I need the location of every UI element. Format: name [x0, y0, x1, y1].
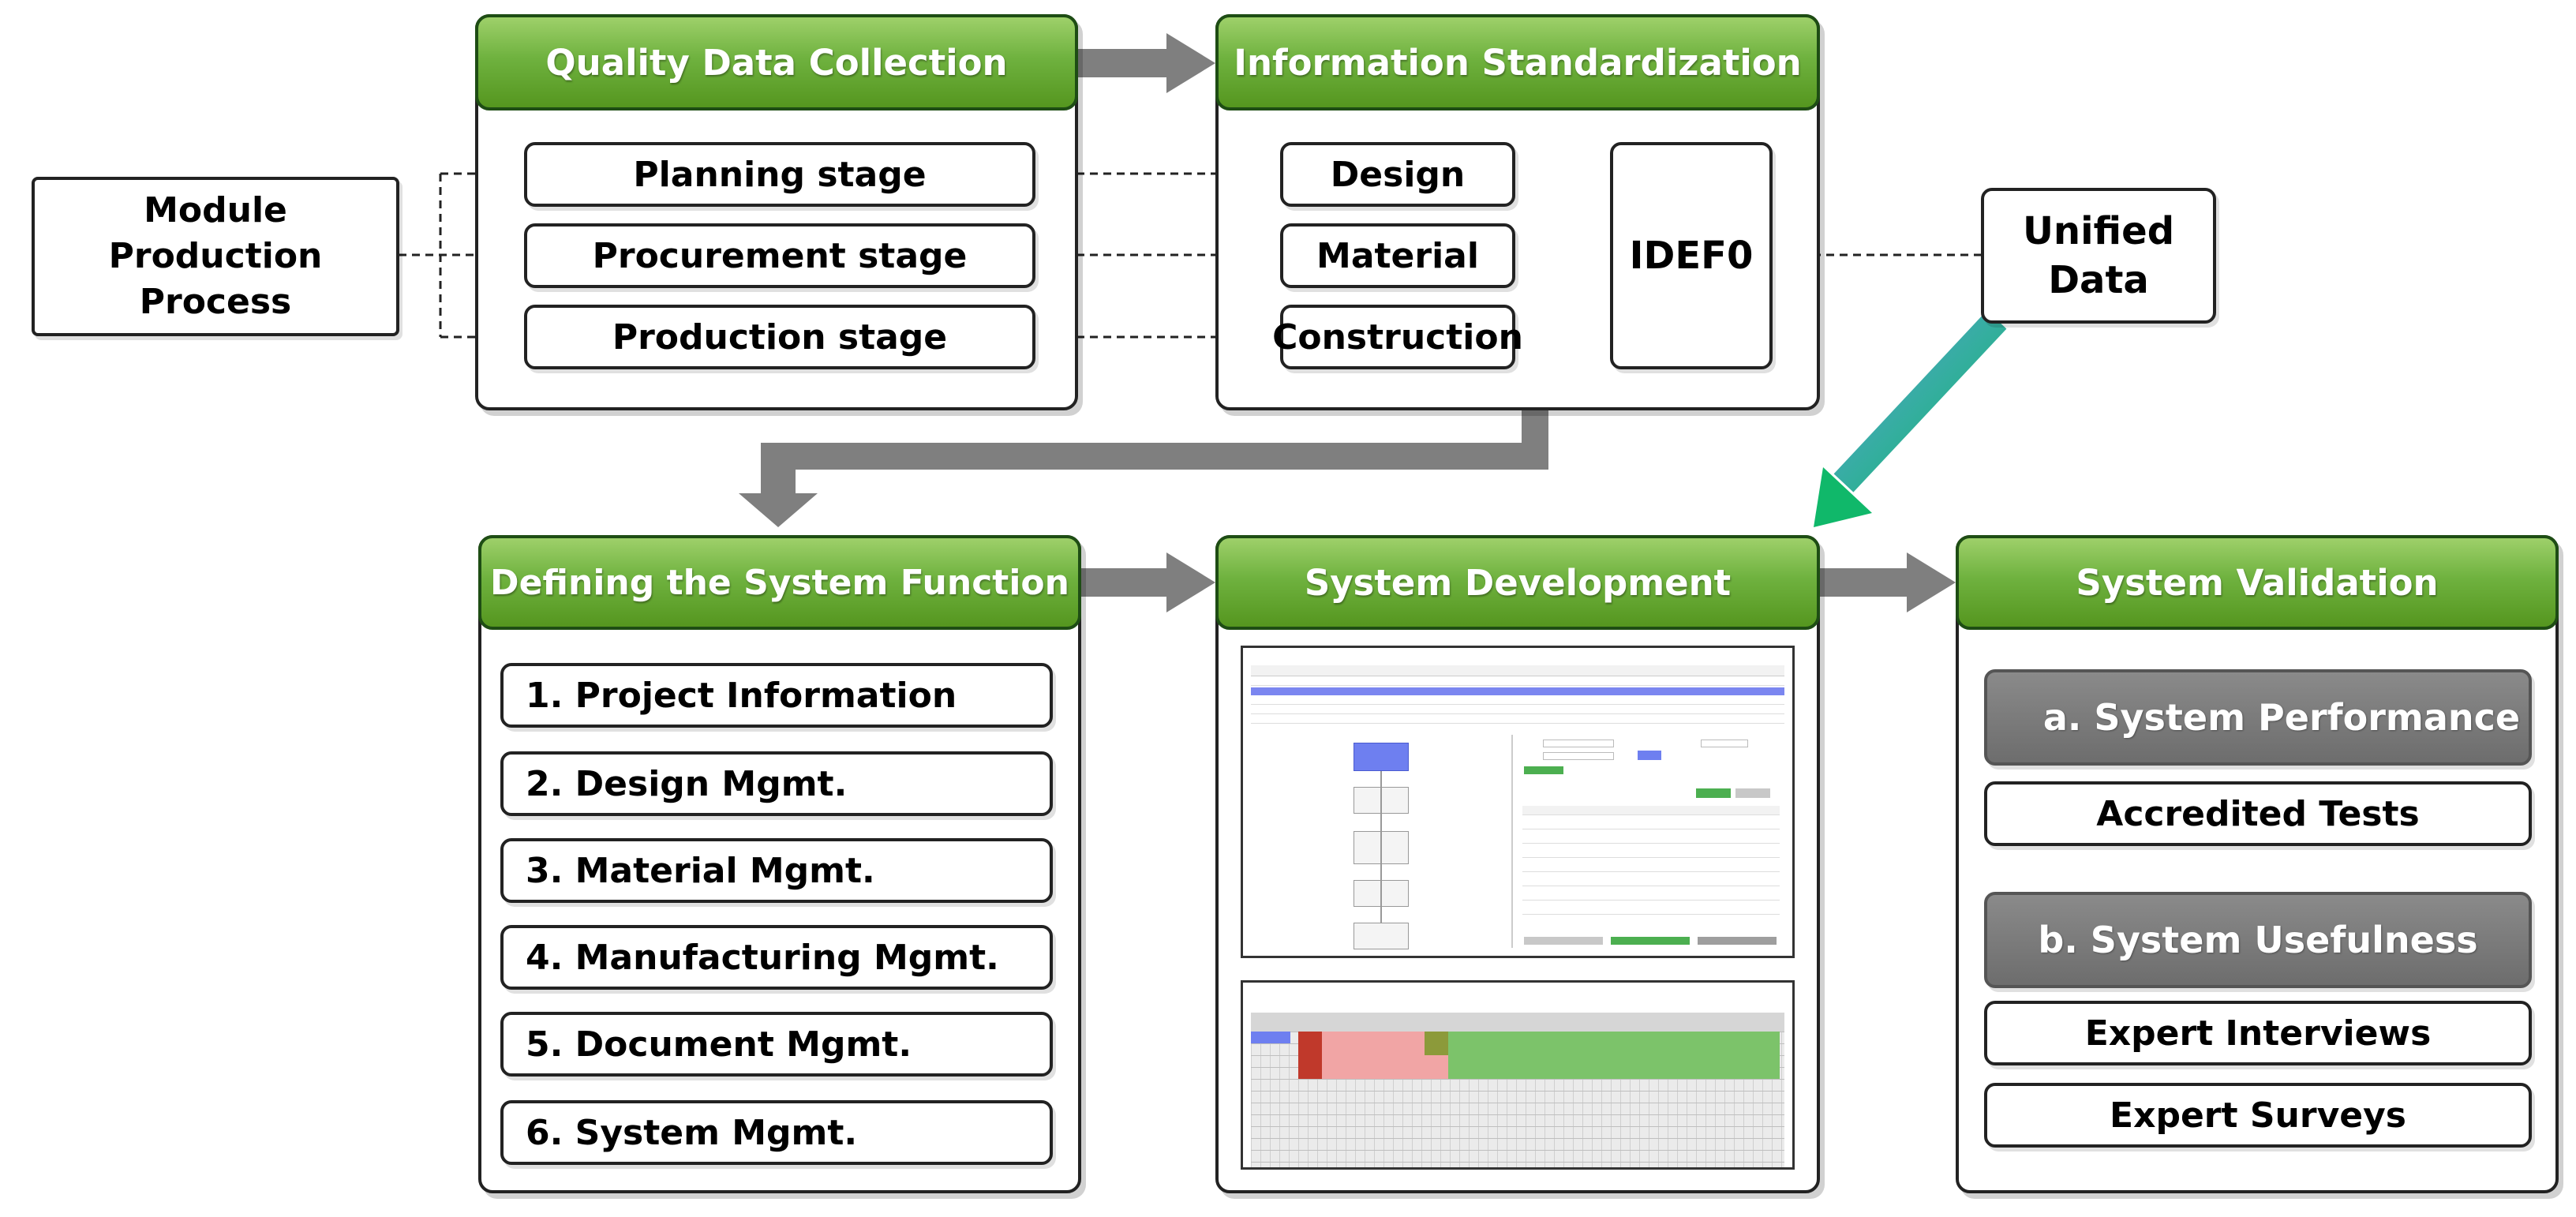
screenshot-form-field: [1543, 752, 1614, 760]
module-process-line1: Module: [144, 190, 287, 230]
gantt-red-block: [1298, 1032, 1322, 1079]
system-screenshot-gantt: [1241, 980, 1795, 1170]
function-design-mgmt: 2. Design Mgmt.: [500, 751, 1053, 816]
function-material-mgmt: 3. Material Mgmt.: [500, 838, 1053, 903]
screenshot-form-field: [1543, 740, 1614, 747]
gantt-first-row-highlight: [1251, 1032, 1290, 1043]
system-performance-box: a. System Performance: [1984, 669, 2532, 766]
system-screenshot-process-form: [1241, 646, 1795, 958]
screenshot-button-green: [1611, 937, 1690, 945]
function-project-information: 1. Project Information: [500, 663, 1053, 728]
arrow-development-to-validation: [1820, 552, 1956, 612]
idef0-box: IDEF0: [1610, 142, 1773, 369]
screenshot-button-green: [1696, 788, 1731, 798]
system-usefulness-box: b. System Usefulness: [1984, 892, 2532, 988]
arrow-unified-to-development: [1814, 310, 2007, 527]
screenshot-form-row: [1522, 848, 1780, 858]
screenshot-form-row: [1522, 891, 1780, 901]
system-development-title: System Development: [1215, 535, 1820, 630]
screenshot-table-header-row: [1251, 665, 1784, 676]
gantt-green-block: [1448, 1032, 1780, 1079]
screenshot-form-row: [1522, 806, 1780, 815]
unified-data-box: Unified Data: [1981, 188, 2216, 324]
system-validation-title: System Validation: [1956, 535, 2559, 630]
function-system-mgmt: 6. System Mgmt.: [500, 1100, 1053, 1165]
screenshot-table-row: [1251, 716, 1784, 724]
procurement-stage-box: Procurement stage: [524, 223, 1035, 288]
defining-system-function-title: Defining the System Function: [478, 535, 1081, 630]
screenshot-form-area: [1511, 735, 1783, 948]
accredited-tests-box: Accredited Tests: [1984, 781, 2532, 846]
module-process-line2: Production: [108, 236, 323, 276]
expert-interviews-box: Expert Interviews: [1984, 1001, 2532, 1065]
screenshot-button-blue: [1638, 751, 1661, 760]
screenshot-flow-step: [1354, 923, 1409, 949]
screenshot-form-field: [1701, 740, 1748, 747]
arrow-defining-to-development: [1081, 552, 1215, 612]
function-document-mgmt: 5. Document Mgmt.: [500, 1012, 1053, 1077]
gantt-legend: [1251, 987, 1788, 1006]
gantt-header: [1251, 1013, 1784, 1032]
screenshot-table-row: [1251, 678, 1784, 686]
planning-stage-box: Planning stage: [524, 142, 1035, 207]
construction-category-box: Construction: [1272, 305, 1523, 369]
screenshot-form-row: [1522, 834, 1780, 844]
screenshot-form-row: [1522, 820, 1780, 829]
expert-surveys-box: Expert Surveys: [1984, 1083, 2532, 1148]
unified-data-line1: Unified: [2022, 209, 2175, 253]
screenshot-flow-line: [1380, 771, 1382, 923]
arrow-standardization-to-defining: [739, 410, 1548, 527]
screenshot-table-row-selected: [1251, 687, 1784, 695]
screenshot-button-gray: [1735, 788, 1770, 798]
screenshot-table-row: [1251, 697, 1784, 705]
screenshot-button-green: [1524, 766, 1563, 774]
screenshot-form-row: [1522, 905, 1780, 915]
screenshot-form-row: [1522, 863, 1780, 872]
screenshot-table-row: [1251, 706, 1784, 714]
arrow-collection-to-standardization: [1078, 33, 1215, 93]
information-standardization-title: Information Standardization: [1215, 14, 1820, 110]
unified-data-line2: Data: [2048, 258, 2149, 302]
function-manufacturing-mgmt: 4. Manufacturing Mgmt.: [500, 925, 1053, 990]
production-stage-box: Production stage: [524, 305, 1035, 369]
material-category-box: Material: [1280, 223, 1515, 288]
quality-data-collection-title: Quality Data Collection: [475, 14, 1078, 110]
module-process-line3: Process: [139, 282, 292, 322]
screenshot-button-gray: [1524, 937, 1603, 945]
screenshot-flow-step-active: [1354, 743, 1409, 771]
screenshot-form-row: [1522, 877, 1780, 886]
design-category-box: Design: [1280, 142, 1515, 207]
module-production-process-box: Module Production Process: [32, 177, 399, 336]
screenshot-button-gray: [1698, 937, 1777, 945]
